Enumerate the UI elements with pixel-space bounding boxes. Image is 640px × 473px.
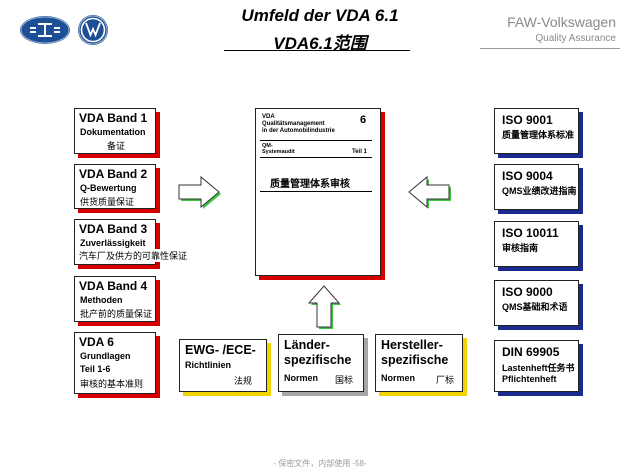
vda-box-cn: 备证	[107, 141, 126, 151]
bottom-box-cn: 法规	[234, 376, 253, 386]
vda-band-4-box: VDA Band 4 Methoden 批产前的质量保证	[74, 276, 156, 322]
vda6-document: VDA Qualitätsmanagement in der Automobil…	[255, 108, 381, 276]
vda-box-subtitle: Q-Bewertung	[80, 183, 137, 193]
din-69905-box: DIN 69905 Lastenheft任务书 Pflichtenheft	[494, 340, 579, 392]
arrow-right-icon	[178, 175, 221, 209]
vda-box-subtitle: Dokumentation	[80, 127, 146, 137]
iso-10011-box: ISO 10011 审核指南	[494, 221, 579, 267]
vda-box-heading: VDA Band 4	[79, 279, 148, 293]
doc-system-line2: Systemaudit	[262, 149, 295, 155]
ewg-ece-box: EWG- /ECE- Richtlinien 法规	[179, 339, 267, 392]
vda-box-heading: VDA Band 1	[79, 111, 148, 125]
brand-underline	[480, 48, 620, 49]
vda-6-box: VDA 6 Grundlagen Teil 1-6 审核的基本准则	[74, 332, 156, 394]
iso-box-heading: ISO 9001	[502, 113, 553, 127]
vda-box-cn: 审核的基本准则	[80, 379, 144, 389]
vda-box-cn: 供货质量保证	[80, 197, 135, 207]
bottom-box-cn: 国标	[335, 375, 354, 385]
vda-box-cn: 批产前的质量保证	[80, 309, 153, 319]
doc-divider	[260, 191, 372, 192]
doc-part: Teil 1	[352, 149, 367, 155]
bottom-box-heading: Länder-	[284, 338, 330, 352]
faw-logo-icon	[20, 16, 70, 44]
vda-box-subtitle: Grundlagen	[80, 351, 131, 361]
arrow-up-icon	[307, 285, 341, 329]
iso-box-heading: DIN 69905	[502, 345, 560, 359]
vda-box-subtitle: Methoden	[80, 295, 123, 305]
doc-divider	[260, 140, 372, 141]
iso-box-heading: ISO 10011	[502, 226, 559, 240]
bottom-box-sub: Richtlinien	[185, 360, 232, 370]
title-underline	[224, 50, 410, 51]
doc-number: 6	[360, 114, 367, 126]
arrow-left-icon	[408, 175, 451, 209]
vda-box-heading: VDA Band 2	[79, 167, 148, 181]
doc-cn-title: 质量管理体系审核	[270, 179, 350, 190]
iso-box-sub: QMS基础和术语	[502, 302, 568, 312]
bottom-box-heading: Hersteller-	[381, 338, 443, 352]
vda-box-subtitle: Zuverlässigkeit	[80, 238, 146, 248]
iso-box-sub: Lastenheft任务书	[502, 363, 575, 373]
vda-box-heading: VDA 6	[79, 335, 114, 349]
bottom-box-sub: Normen	[284, 373, 319, 383]
vda-box-subtitle-2: Teil 1-6	[80, 364, 111, 374]
vda-band-1-box: VDA Band 1 Dokumentation 备证	[74, 108, 156, 154]
bottom-box-heading: EWG- /ECE-	[185, 343, 256, 357]
iso-box-sub: 审核指南	[502, 243, 539, 253]
iso-9001-box: ISO 9001 质量管理体系标准	[494, 108, 579, 154]
vw-logo-icon	[78, 15, 108, 45]
bottom-box-heading-2: spezifische	[284, 353, 352, 367]
slide-subtitle: VDA6.1范围	[273, 34, 367, 53]
brand-subtitle: Quality Assurance	[535, 33, 616, 44]
vda-box-heading: VDA Band 3	[79, 222, 148, 236]
iso-9000-box: ISO 9000 QMS基础和术语	[494, 280, 579, 326]
bottom-box-heading-2: spezifische	[381, 353, 449, 367]
doc-title-line2: in der Automobilindustrie	[262, 128, 335, 134]
iso-box-heading: ISO 9000	[502, 285, 553, 299]
iso-box-sub: 质量管理体系标准	[502, 130, 575, 140]
doc-title-line1: Qualitätsmanagement	[262, 121, 325, 127]
hersteller-box: Hersteller- spezifische Normen 厂标	[375, 334, 463, 392]
doc-divider	[260, 157, 372, 158]
bottom-box-cn: 厂标	[436, 375, 455, 385]
vda-band-2-box: VDA Band 2 Q-Bewertung 供货质量保证	[74, 164, 156, 209]
iso-9004-box: ISO 9004 QMS业绩改进指南	[494, 164, 579, 210]
iso-box-heading: ISO 9004	[502, 169, 553, 183]
iso-box-sub-2: Pflichtenheft	[502, 374, 557, 384]
doc-system-line1: QM-	[262, 143, 273, 149]
doc-vda-label: VDA	[262, 114, 275, 120]
footer-text: - 保密文件，内部使用 -58-	[273, 459, 367, 468]
vda-box-cn: 汽车厂及供方的可靠性保证	[79, 249, 188, 262]
laender-box: Länder- spezifische Normen 国标	[278, 334, 364, 392]
iso-box-sub: QMS业绩改进指南	[502, 186, 577, 196]
bottom-box-sub: Normen	[381, 373, 416, 383]
brand-name: FAW-Volkswagen	[507, 14, 616, 30]
slide-title: Umfeld der VDA 6.1	[241, 6, 399, 25]
